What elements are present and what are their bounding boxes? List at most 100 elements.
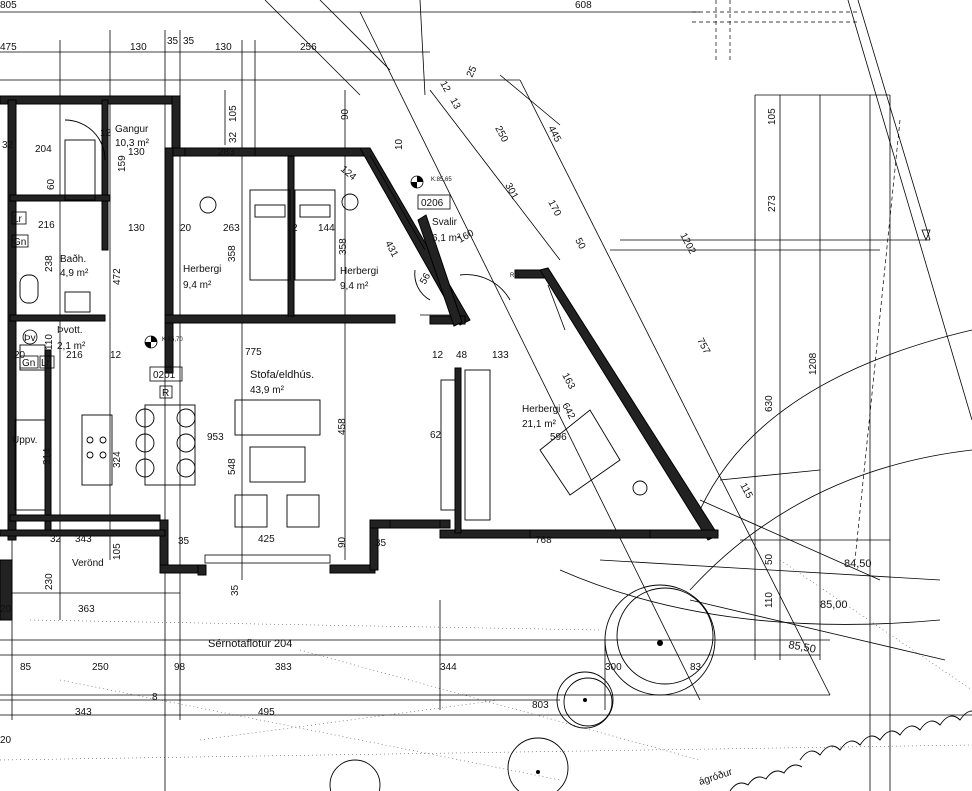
- dimension-label: 13: [447, 96, 462, 111]
- room-herbergi1-name: Herbergi: [183, 264, 221, 275]
- dimension-label: 12: [100, 128, 112, 139]
- dimension-label: 50: [764, 553, 775, 565]
- dimension-label: 596: [550, 432, 567, 443]
- room-thvott-name: Þvott.: [57, 325, 83, 336]
- dimension-label: 159: [117, 155, 128, 172]
- dimension-label: 60: [46, 178, 57, 190]
- tags: 0201 R 0206 Lr Gn Þv Gn Lr Rm. K:85,70 K…: [11, 177, 521, 399]
- room-svalir-area: 6,1 m²: [432, 233, 461, 244]
- contour-label-3: 85,50: [787, 639, 816, 656]
- dimension-label: 757: [694, 336, 712, 356]
- dimension-label: 630: [764, 395, 775, 412]
- planting-label: ágróður: [697, 766, 734, 788]
- tag-gn-2: Gn: [22, 358, 35, 369]
- dimension-label: 300: [605, 662, 622, 673]
- dimension-label: 32: [50, 534, 62, 545]
- level-k1: K:85,70: [162, 337, 183, 343]
- room-gangur-area: 10,3 m²: [115, 138, 150, 149]
- dimension-label: 130: [128, 147, 145, 158]
- room-svalir-name: Svalir: [432, 217, 458, 228]
- dimension-label: 458: [337, 418, 348, 435]
- dimension-label: 50: [572, 236, 587, 251]
- dimension-label: 35: [178, 536, 190, 547]
- dimension-label: 12: [437, 79, 452, 94]
- dimension-label: 344: [440, 662, 457, 673]
- dimension-label: 238: [44, 255, 55, 272]
- dimension-label: 250: [92, 662, 109, 673]
- dimension-label: 48: [456, 350, 468, 361]
- dimension-label: 105: [767, 108, 778, 125]
- dimension-labels: 805 608 475 130 35 35 130 256 12 130 159…: [0, 0, 819, 746]
- room-stofa-name: Stofa/eldhús.: [250, 369, 314, 381]
- dimension-label: 10: [394, 138, 405, 150]
- dimension-label: 495: [258, 707, 275, 718]
- dimension-label: 953: [207, 432, 224, 443]
- dimension-label: 170: [545, 198, 563, 218]
- apartment-tag-0201: 0201: [153, 370, 176, 381]
- dimension-label: 204: [35, 144, 52, 155]
- dimension-label: 110: [44, 334, 55, 350]
- dimension-label: 445: [545, 124, 563, 144]
- dimension-label: 35: [375, 538, 387, 549]
- dimension-label: 803: [532, 700, 549, 711]
- tag-lr-2: Lr: [41, 358, 51, 369]
- room-herbergi2-name: Herbergi: [340, 266, 378, 277]
- dimension-label: 160: [456, 228, 476, 246]
- tag-pv: Þv: [24, 333, 36, 344]
- vegetation: [329, 584, 972, 791]
- dimension-label: 1208: [808, 352, 819, 375]
- dimension-label: 124: [338, 164, 358, 183]
- dimension-label: 301: [502, 181, 520, 201]
- dimension-label: 35: [183, 36, 195, 47]
- dimension-label: 83: [690, 662, 702, 673]
- dimension-label: 230: [44, 573, 55, 590]
- dimension-label: 2: [292, 223, 298, 234]
- dimension-label: 472: [112, 268, 123, 285]
- dimension-label: 98: [174, 662, 186, 673]
- dimension-label: 425: [258, 534, 275, 545]
- tag-gn-1: Gn: [13, 237, 26, 248]
- room-badh-area: 4,9 m²: [60, 268, 89, 279]
- dimension-label: 110: [764, 592, 775, 608]
- room-herbergi3-area: 21,1 m²: [522, 419, 557, 430]
- dimension-label: 475: [0, 42, 17, 53]
- dimension-label: 358: [227, 245, 238, 262]
- room-gangur-name: Gangur: [115, 124, 149, 135]
- dimension-label: 12: [110, 350, 122, 361]
- dimension-label: 163: [559, 371, 577, 391]
- dimension-label: 358: [338, 238, 349, 255]
- furniture: [14, 119, 648, 528]
- dimension-label: 144: [318, 223, 335, 234]
- contour-label-2: 85,00: [820, 599, 848, 611]
- dimension-label: 35: [167, 36, 179, 47]
- room-labels: Gangur 10,3 m² Baðh. 4,9 m² Þvott. 2,1 m…: [12, 124, 560, 569]
- dimension-label: 8: [152, 692, 158, 703]
- dimension-label: 805: [0, 0, 17, 11]
- dimension-label: 20: [180, 223, 192, 234]
- dimension-label: 130: [128, 223, 145, 234]
- dimension-label: 343: [75, 534, 92, 545]
- tag-rm: Rm.: [510, 273, 521, 279]
- dimension-label: 283: [218, 147, 235, 158]
- dimension-label: 105: [112, 543, 123, 560]
- dimension-label: 115: [737, 481, 754, 501]
- dimension-label: 133: [492, 350, 509, 361]
- dimension-label: 56: [418, 271, 433, 287]
- room-herbergi2-area: 9,4 m²: [340, 281, 369, 292]
- dimension-label: 256: [300, 42, 317, 53]
- dimension-label: 35: [230, 584, 241, 596]
- dimension-label: 130: [130, 42, 147, 53]
- dimension-label: 90: [340, 108, 351, 120]
- dimension-label: 768: [535, 535, 552, 546]
- dimension-label: 642: [559, 401, 577, 421]
- room-verond-name: Verönd: [72, 558, 104, 569]
- room-herbergi3-name: Herbergi: [522, 404, 560, 415]
- level-markers: [144, 175, 424, 349]
- room-thvott-area: 2,1 m²: [57, 341, 86, 352]
- room-herbergi1-area: 9,4 m²: [183, 280, 212, 291]
- windows: [184, 147, 651, 564]
- contour-labels: 84,50 85,00 85,50: [787, 558, 871, 656]
- dimension-label: 130: [215, 42, 232, 53]
